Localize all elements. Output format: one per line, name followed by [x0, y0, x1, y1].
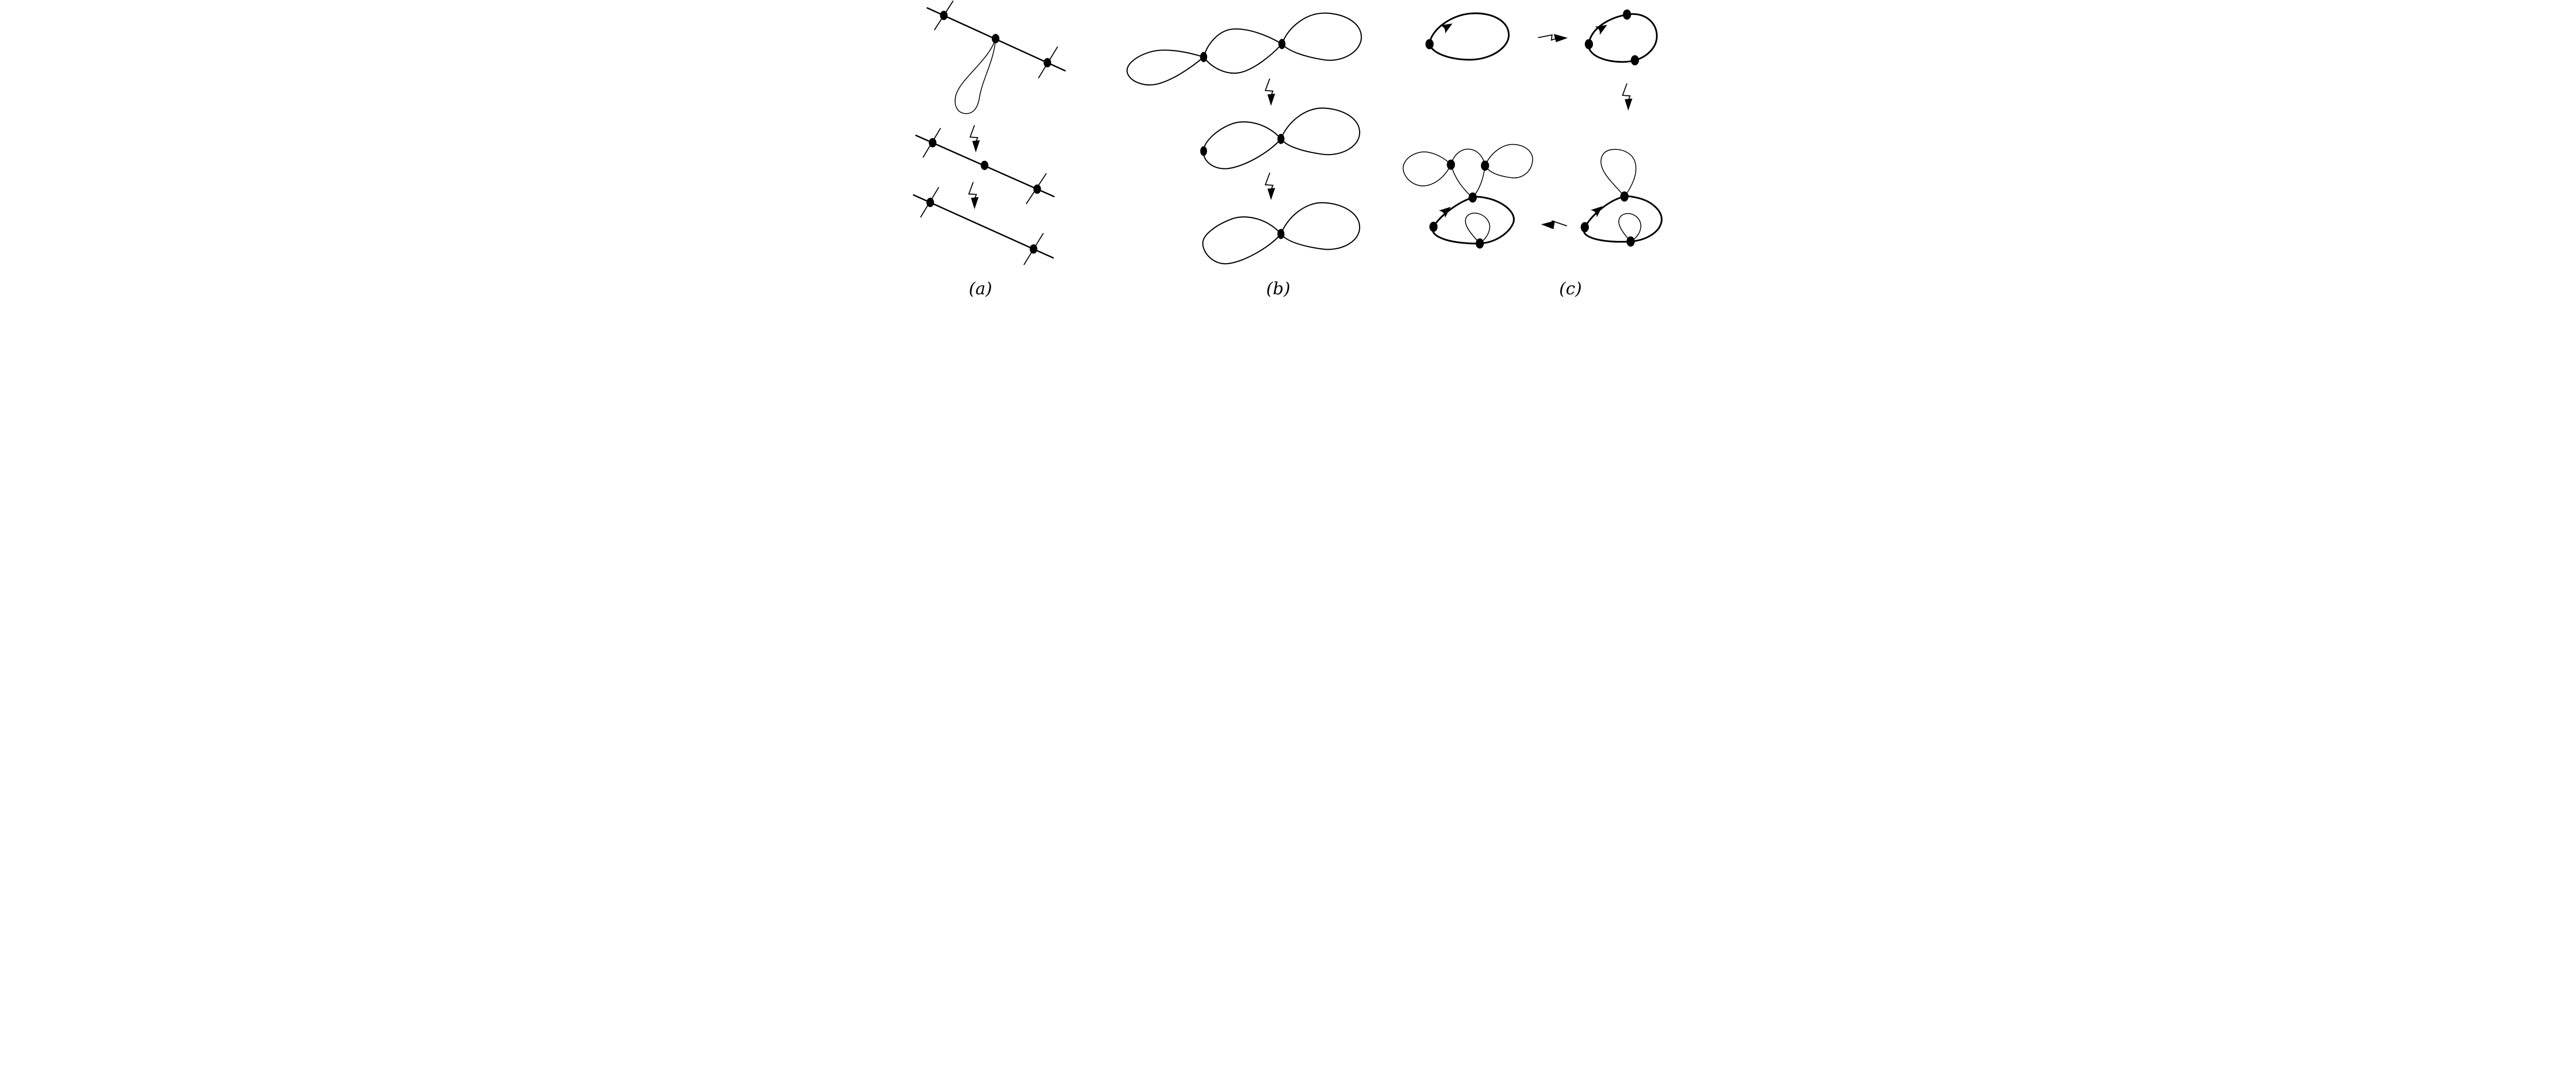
vertex-dot [1585, 39, 1594, 49]
dome-arc [1450, 148, 1486, 166]
vertex-dot [1429, 221, 1438, 232]
oriented-face-loop [1583, 195, 1663, 243]
small-left-loop [1126, 49, 1205, 85]
inner-loop [1618, 213, 1641, 242]
panel-b-label: (b) [1266, 278, 1291, 298]
vertex-dot [1278, 39, 1286, 49]
lightning-arrow-down-icon [1265, 172, 1276, 201]
vertex-dot [1200, 51, 1208, 62]
vertex-dot [980, 161, 989, 170]
vertex-dot [1626, 236, 1635, 247]
figure-eight-right-lobe [1280, 202, 1361, 250]
lightning-arrow-right-icon [1538, 33, 1568, 42]
vertex-dot [1200, 146, 1207, 156]
panel-a: (a) [913, 1, 1066, 298]
panel-a-bottom-graph [913, 187, 1054, 265]
lightning-arrow-down-icon [1622, 83, 1633, 111]
vertex-dot [926, 198, 934, 208]
graph-degeneration-figure: (a) [913, 1, 1663, 298]
vertex-dot [940, 10, 948, 21]
vertex-dot [1631, 55, 1639, 65]
vertex-dot [1033, 184, 1041, 194]
lightning-arrow-down-icon [968, 181, 979, 210]
vertex-dot [1043, 58, 1052, 67]
vertex-dot [1277, 133, 1285, 144]
panel-c-oriented-loop-three-vertices [1585, 9, 1658, 65]
panel-c: (c) [1402, 9, 1663, 298]
panel-a-middle-graph [915, 128, 1055, 204]
panel-c-mouse-graph-left [1402, 144, 1533, 249]
figure-eight-left-lobe [1202, 121, 1282, 169]
panel-a-top-graph [926, 1, 1066, 114]
lightning-arrow-left-icon [1541, 220, 1567, 230]
panel-a-label: (a) [969, 278, 992, 298]
bigon-lower-arc [1203, 43, 1283, 74]
left-descending-edge [1450, 164, 1473, 198]
panel-c-label: (c) [1559, 278, 1582, 298]
vertex-dot [1481, 160, 1489, 171]
vertex-dot [928, 138, 937, 148]
left-ear-loop [1402, 151, 1452, 186]
panel-b-top-graph [1126, 12, 1362, 85]
panel-b-middle-graph [1200, 107, 1361, 169]
panel-c-oriented-loop-one-vertex [1425, 12, 1510, 61]
figure-eight-right-lobe [1280, 107, 1361, 156]
large-right-loop [1281, 12, 1362, 61]
balloon-loop [1600, 149, 1637, 197]
curve-direction-arrowhead-icon [1438, 203, 1454, 218]
curve-direction-arrowhead-icon [1590, 202, 1606, 218]
vertex-dot [1581, 222, 1589, 233]
lightning-arrow-down-icon [970, 125, 980, 153]
vertex-dot [992, 33, 999, 44]
panel-b: (b) [1126, 12, 1362, 298]
bigon-upper-arc [1203, 28, 1283, 58]
panel-c-mouse-graph-right [1581, 149, 1663, 247]
figure-container: (a) [913, 0, 1663, 298]
vertex-dot [1468, 192, 1477, 203]
right-ear-loop [1484, 144, 1533, 179]
vertex-dot [1425, 39, 1434, 49]
figure-eight-left-lobe [1202, 216, 1282, 265]
vertex-dot [1277, 229, 1285, 239]
edge-main-line [913, 194, 1054, 259]
lightning-arrow-down-icon [1265, 78, 1276, 107]
oriented-loop [1588, 13, 1658, 63]
hanging-loop [955, 38, 996, 114]
vertex-dot [1622, 9, 1631, 20]
panel-b-bottom-graph [1202, 202, 1361, 265]
vertex-dot [1476, 238, 1484, 249]
right-descending-edge [1472, 165, 1486, 198]
vertex-dot [1447, 159, 1455, 170]
vertex-dot [1029, 244, 1038, 254]
vertex-dot [1620, 191, 1629, 202]
inner-loop [1465, 212, 1490, 244]
oriented-loop [1429, 12, 1510, 61]
